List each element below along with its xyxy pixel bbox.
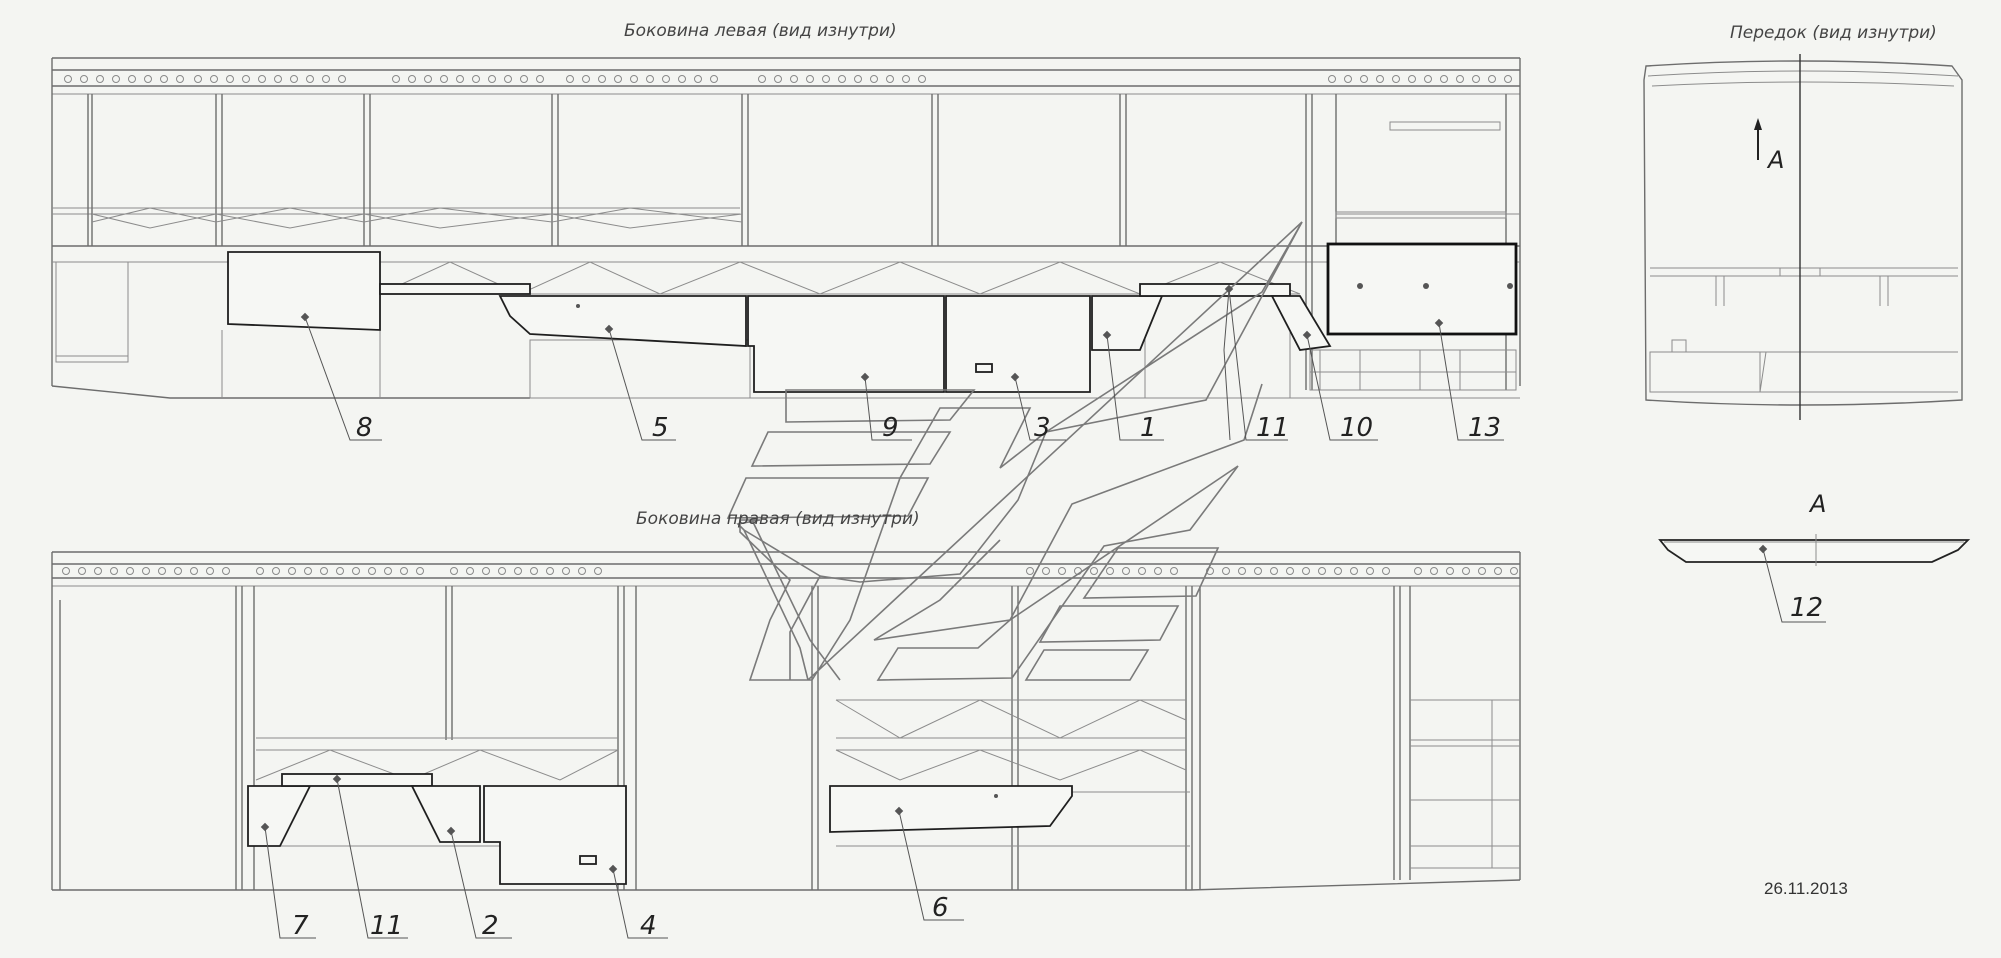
callout-8: 8 [356,413,373,443]
section-label: A [1808,490,1826,518]
left-side-parts [227,242,1518,393]
part-6 [829,785,1073,833]
callout-7: 7 [292,911,309,941]
left-side-title: Боковина левая (вид изнутри) [624,21,897,41]
view-arrow-label: A [1766,146,1784,174]
callout-10: 10 [1340,413,1373,443]
part-11-top [1139,283,1291,297]
right-roof-holes [62,567,1518,575]
callout-3: 3 [1034,413,1051,443]
front-view: A [1643,54,1963,420]
callout-2: 2 [482,911,499,941]
part-9 [747,295,945,393]
callout-12: 12 [1790,593,1823,623]
callout-9: 9 [882,413,899,443]
part-11-right [281,773,433,787]
callout-5: 5 [652,413,669,443]
left-side-frame [51,57,1521,399]
right-side-title: Боковина правая (вид изнутри) [636,509,920,529]
part-1 [1091,295,1164,351]
part-4-window [579,855,597,865]
drawing-date: 26.11.2013 [1764,879,1848,898]
part-10 [1270,295,1332,351]
part-13 [1326,242,1518,336]
part-4 [483,785,627,885]
left-roof-holes [64,75,1512,83]
ghost-outlines [726,221,1303,681]
callout-1: 1 [1140,413,1157,443]
callout-4: 4 [640,911,657,941]
section-a: A [1658,490,1971,566]
part-5 [498,295,747,347]
part-7 [247,785,312,847]
part-3-window [975,363,993,373]
right-side-parts [247,773,1073,885]
part-8 [227,251,381,331]
front-view-title: Передок (вид изнутри) [1730,23,1937,43]
callout-6: 6 [932,893,949,923]
leader-lines [260,284,1826,939]
part-2 [410,785,481,843]
callout-11-right: 11 [370,911,403,941]
part-8-bracket [379,283,531,295]
callout-13: 13 [1468,413,1501,443]
callout-11-left: 11 [1256,413,1289,443]
